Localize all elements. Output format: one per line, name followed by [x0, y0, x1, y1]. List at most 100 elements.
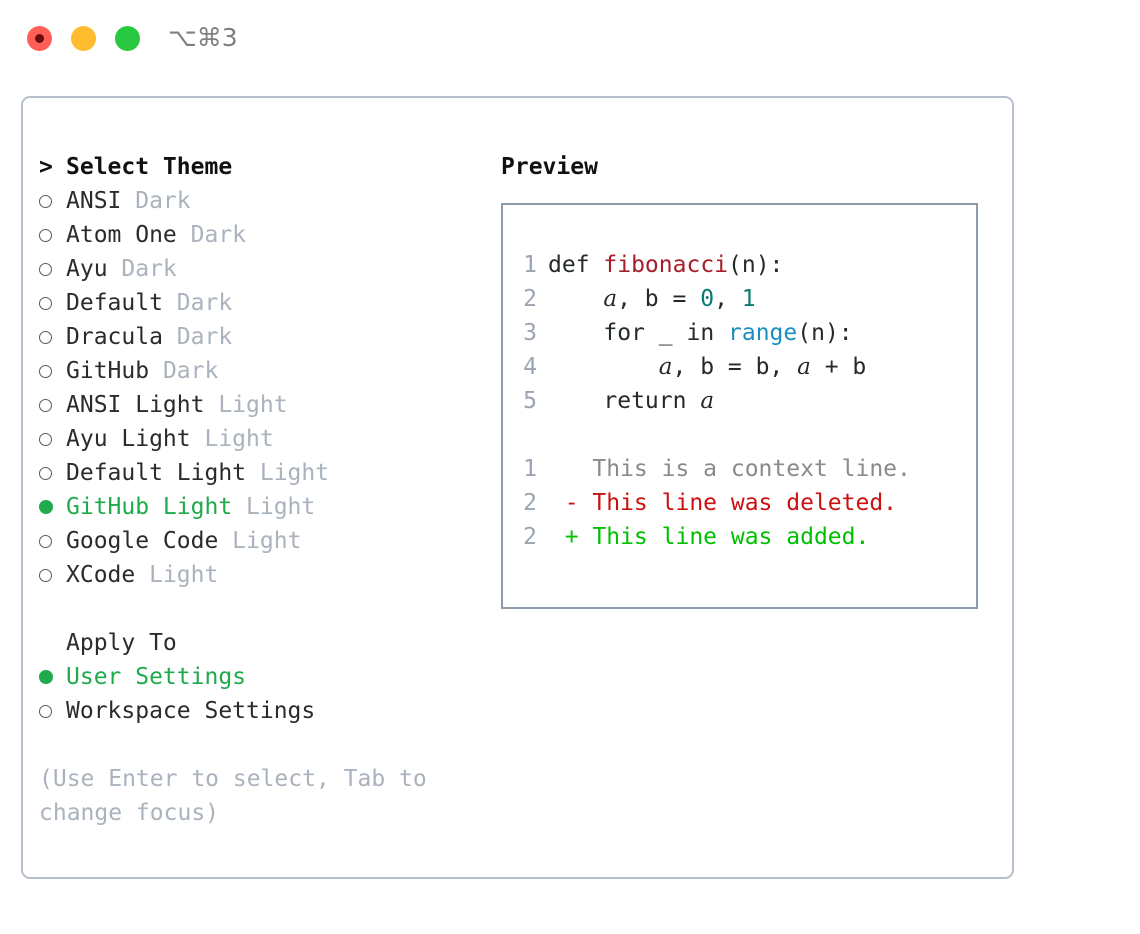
theme-option-variant: Light: [190, 426, 274, 452]
maximize-button[interactable]: [115, 26, 140, 51]
theme-option-variant: Light: [204, 392, 288, 418]
theme-option-ansi-light[interactable]: ANSI Light Light: [39, 388, 489, 422]
diff-line: 1 This is a context line.: [515, 452, 911, 486]
radio-unselected-icon: [39, 364, 66, 378]
diff-marker: -: [537, 490, 593, 516]
radio-unselected-icon: [39, 262, 66, 276]
theme-option-github[interactable]: GitHub Dark: [39, 354, 489, 388]
diff-line-number: 2: [523, 524, 537, 550]
code-token: range: [728, 320, 798, 346]
line-number: 3: [523, 320, 537, 346]
code-token: a: [658, 354, 673, 380]
theme-option-default-light[interactable]: Default Light Light: [39, 456, 489, 490]
close-button[interactable]: [27, 26, 52, 51]
title-bar: ⌥⌘3: [0, 0, 1140, 76]
radio-selected-icon: [39, 670, 66, 684]
code-token: ,: [714, 286, 742, 312]
code-line: 1 def fibonacci(n):: [515, 248, 911, 282]
code-token: [548, 354, 659, 380]
theme-option-label: ANSI Light: [66, 392, 205, 418]
line-number: 4: [523, 354, 537, 380]
radio-unselected-icon: [39, 228, 66, 242]
theme-option-ayu-light[interactable]: Ayu Light Light: [39, 422, 489, 456]
apply-to-option-label: Workspace Settings: [66, 698, 316, 724]
theme-option-default[interactable]: Default Dark: [39, 286, 489, 320]
theme-option-xcode[interactable]: XCode Light: [39, 558, 489, 592]
diff-line: 2 + This line was added.: [515, 520, 911, 554]
code-token: (n):: [797, 320, 853, 346]
theme-option-ayu[interactable]: Ayu Dark: [39, 252, 489, 286]
apply-to-heading: Apply To: [39, 626, 489, 660]
diff-line-text: This line was deleted.: [592, 490, 898, 516]
code-blank-line: [515, 418, 911, 452]
apply-to-option-user-settings[interactable]: User Settings: [39, 660, 489, 694]
preview-heading: Preview: [501, 154, 598, 180]
radio-unselected-icon: [39, 568, 66, 582]
code-token: [548, 286, 603, 312]
diff-line-text: This is a context line.: [592, 456, 911, 482]
keyboard-hint-text: (Use Enter to select, Tab to change focu…: [39, 766, 427, 826]
theme-option-ansi[interactable]: ANSI Dark: [39, 184, 489, 218]
code-token: (n):: [728, 252, 784, 278]
minimize-button[interactable]: [71, 26, 96, 51]
theme-option-label: Default Light: [66, 460, 247, 486]
keyboard-shortcut-label: ⌥⌘3: [168, 23, 238, 52]
traffic-light-buttons: [27, 26, 140, 51]
apply-to-option-workspace-settings[interactable]: Workspace Settings: [39, 694, 489, 728]
radio-unselected-icon: [39, 330, 66, 344]
radio-unselected-icon: [39, 194, 66, 208]
code-line: 2 a, b = 0, 1: [515, 282, 911, 316]
theme-option-variant: Dark: [176, 222, 247, 248]
theme-option-dracula[interactable]: Dracula Dark: [39, 320, 489, 354]
code-token: def: [548, 252, 604, 278]
radio-unselected-icon: [39, 398, 66, 412]
radio-selected-icon: [39, 500, 66, 514]
list-spacer: [39, 592, 489, 626]
theme-option-label: GitHub: [66, 358, 150, 384]
code-token: , b =: [617, 286, 701, 312]
code-token: a: [700, 388, 715, 414]
theme-option-atom-one[interactable]: Atom One Dark: [39, 218, 489, 252]
theme-option-label: Atom One: [66, 222, 177, 248]
section-title: Select Theme: [66, 154, 233, 180]
theme-option-label: Default: [66, 290, 163, 316]
theme-option-label: Dracula: [66, 324, 163, 350]
code-line: 3 for _ in range(n):: [515, 316, 911, 350]
apply-to-option-label: User Settings: [66, 664, 247, 690]
line-number: 2: [523, 286, 537, 312]
theme-option-label: XCode: [66, 562, 136, 588]
select-theme-heading: > Select Theme: [39, 150, 489, 184]
diff-line-number: 2: [523, 490, 537, 516]
theme-option-variant: Dark: [121, 188, 191, 214]
line-number: 5: [523, 388, 537, 414]
diff-marker: [537, 456, 592, 482]
theme-option-variant: Dark: [149, 358, 219, 384]
theme-option-variant: Light: [246, 460, 330, 486]
code-line: 4 a, b = b, a + b: [515, 350, 911, 384]
apply-to-title: Apply To: [66, 630, 177, 656]
theme-option-google-code[interactable]: Google Code Light: [39, 524, 489, 558]
code-token: a: [797, 354, 811, 380]
radio-unselected-icon: [39, 704, 66, 718]
line-number: 1: [523, 252, 537, 278]
theme-option-github-light[interactable]: GitHub Light Light: [39, 490, 489, 524]
code-token: fibonacci: [603, 252, 729, 278]
theme-option-variant: Dark: [107, 256, 177, 282]
code-token: for _ in: [548, 320, 729, 346]
code-line: 5 return a: [515, 384, 911, 418]
theme-option-variant: Dark: [162, 324, 233, 350]
theme-option-label: GitHub Light: [66, 494, 233, 520]
radio-unselected-icon: [39, 432, 66, 446]
theme-option-variant: Light: [218, 528, 302, 554]
code-token: 1: [741, 286, 756, 312]
radio-unselected-icon: [39, 466, 66, 480]
caret-icon: >: [39, 154, 53, 180]
diff-line-number: 1: [523, 456, 537, 482]
